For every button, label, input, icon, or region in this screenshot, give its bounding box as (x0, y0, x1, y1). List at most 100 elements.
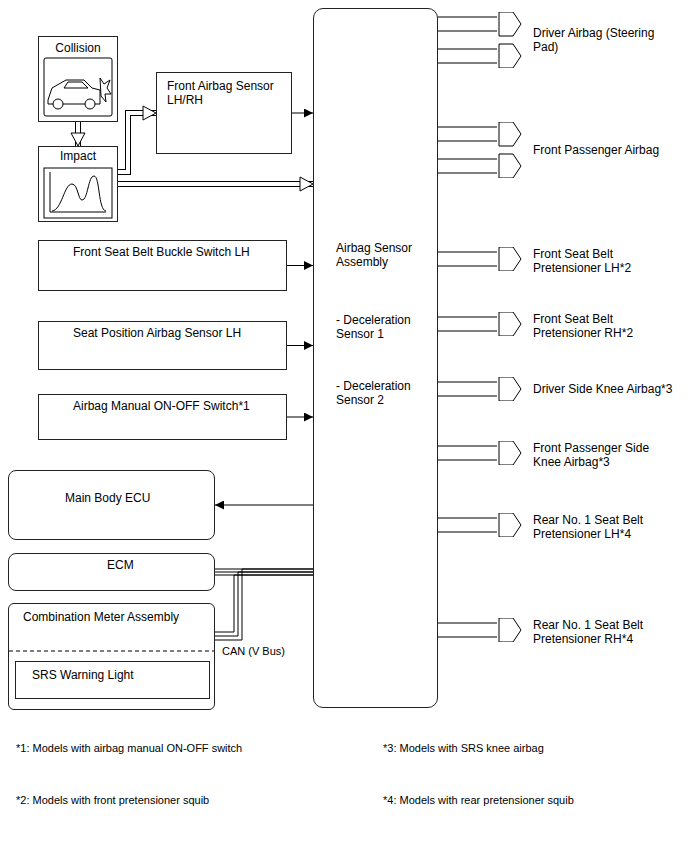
squib-symbol (497, 12, 527, 68)
connector (287, 265, 313, 266)
box-label: - Deceleration Sensor 1 (336, 313, 432, 342)
box-label: Seat Position Airbag Sensor LH (73, 326, 280, 340)
squib-label: Front Passenger Airbag (533, 143, 681, 157)
box-label: SRS Warning Light (32, 668, 203, 682)
squib-label: Front Seat Belt Pretensioner LH*2 (533, 247, 651, 276)
connector-outline (118, 181, 313, 187)
squib-label-holder: Rear No. 1 Seat Belt Pretensioner LH*4 (533, 513, 657, 542)
box-label: Front Seat Belt Buckle Switch LH (73, 245, 280, 259)
connector-line (438, 446, 497, 460)
connector (438, 17, 497, 63)
connector (438, 317, 497, 331)
box-label: Collision (43, 41, 113, 55)
squib-label-holder: Driver Side Knee Airbag*3 (533, 382, 683, 396)
component-box: Front Seat Belt Buckle Switch LH (38, 240, 287, 291)
connector-line (438, 17, 497, 63)
connector (438, 446, 497, 460)
squib-label-holder: Rear No. 1 Seat Belt Pretensioner RH*4 (533, 618, 657, 647)
squib-component: Driver Side Knee Airbag*3 (497, 377, 684, 401)
squib-component: Rear No. 1 Seat Belt Pretensioner RH*4 (497, 618, 684, 647)
connector (438, 252, 497, 266)
footnote: *2: Models with front pretensioner squib (16, 794, 209, 807)
connector (118, 113, 156, 172)
squib-label-holder: Driver Airbag (Steering Pad) (533, 26, 673, 55)
connector (438, 518, 497, 532)
squib-symbol (499, 12, 521, 36)
footnote: *3: Models with SRS knee airbag (383, 742, 544, 755)
squib-component: Front Passenger Airbag (497, 122, 684, 178)
squib-symbol (497, 377, 527, 401)
squib-symbol (497, 247, 527, 271)
box-label: Airbag Manual ON-OFF Switch*1 (73, 399, 280, 413)
component-box: Seat Position Airbag Sensor LH (38, 321, 287, 370)
box-label: Airbag Sensor Assembly (336, 241, 432, 270)
component-box: Combination Meter AssemblySRS Warning Li… (8, 603, 215, 710)
component-box: Airbag Sensor Assembly - Deceleration Sen… (313, 8, 438, 708)
squib-label: Driver Side Knee Airbag*3 (533, 382, 683, 396)
squib-symbol (499, 247, 521, 271)
box-label: - Deceleration Sensor 2 (336, 379, 432, 408)
connector-line (76, 122, 80, 146)
squib-symbol (499, 312, 521, 336)
squib-symbol (497, 513, 527, 537)
connector (118, 184, 313, 185)
box-label: ECM (107, 558, 208, 572)
squib-symbol (499, 154, 521, 178)
squib-component: Front Seat Belt Pretensioner LH*2 (497, 247, 684, 276)
squib-label-holder: Front Passenger Side Knee Airbag*3 (533, 441, 661, 470)
squib-label-holder: Front Seat Belt Pretensioner LH*2 (533, 247, 651, 276)
squib-symbol (497, 122, 527, 178)
connector (78, 122, 79, 146)
footnote: *1: Models with airbag manual ON-OFF swi… (16, 742, 242, 755)
connector (438, 623, 497, 637)
connector-line (287, 417, 313, 418)
connector-line (438, 623, 497, 637)
collision-picture (44, 58, 112, 116)
connector (292, 113, 313, 114)
component-box: Impact (38, 146, 118, 222)
box-label: Main Body ECU (65, 491, 208, 505)
connector (287, 417, 313, 418)
component-box: Front Airbag Sensor LH/RH (156, 72, 292, 154)
connector (438, 127, 497, 173)
squib-label: Rear No. 1 Seat Belt Pretensioner LH*4 (533, 513, 657, 542)
meter-divider (9, 651, 214, 652)
squib-symbol (499, 377, 521, 401)
connector (287, 345, 313, 346)
squib-label: Front Passenger Side Knee Airbag*3 (533, 441, 661, 470)
connector-outline (75, 122, 81, 146)
squib-label: Driver Airbag (Steering Pad) (533, 26, 673, 55)
squib-component: Front Seat Belt Pretensioner RH*2 (497, 312, 684, 341)
squib-component: Rear No. 1 Seat Belt Pretensioner LH*4 (497, 513, 684, 542)
squib-symbol (497, 441, 527, 465)
squib-component: Driver Airbag (Steering Pad) (497, 12, 684, 68)
connector-line (438, 382, 497, 396)
bus-name: CAN (V Bus) (222, 645, 285, 658)
connector-line (438, 127, 497, 173)
squib-symbol (497, 312, 527, 336)
connector-line (118, 182, 313, 186)
squib-label-holder: Front Seat Belt Pretensioner RH*2 (533, 312, 651, 341)
squib-label: Front Seat Belt Pretensioner RH*2 (533, 312, 651, 341)
connector (215, 569, 313, 640)
connector-outline (118, 113, 156, 172)
connector-line (438, 252, 497, 266)
connector-line (292, 113, 313, 114)
connector-line (215, 505, 313, 506)
footnote: *4: Models with rear pretensioner squib (383, 794, 574, 807)
squib-symbol (499, 618, 521, 642)
box-label: Combination Meter Assembly (23, 610, 208, 624)
impact-graph (44, 168, 112, 218)
squib-symbol (499, 441, 521, 465)
connector-line (118, 113, 156, 172)
squib-label-holder: Front Passenger Airbag (533, 143, 681, 157)
connector-line (438, 518, 497, 532)
component-box: SRS Warning Light (15, 661, 210, 699)
connector (438, 382, 497, 396)
connector-line (287, 345, 313, 346)
squib-symbol (499, 513, 521, 537)
squib-symbol (497, 618, 527, 642)
connector-line (215, 569, 313, 640)
